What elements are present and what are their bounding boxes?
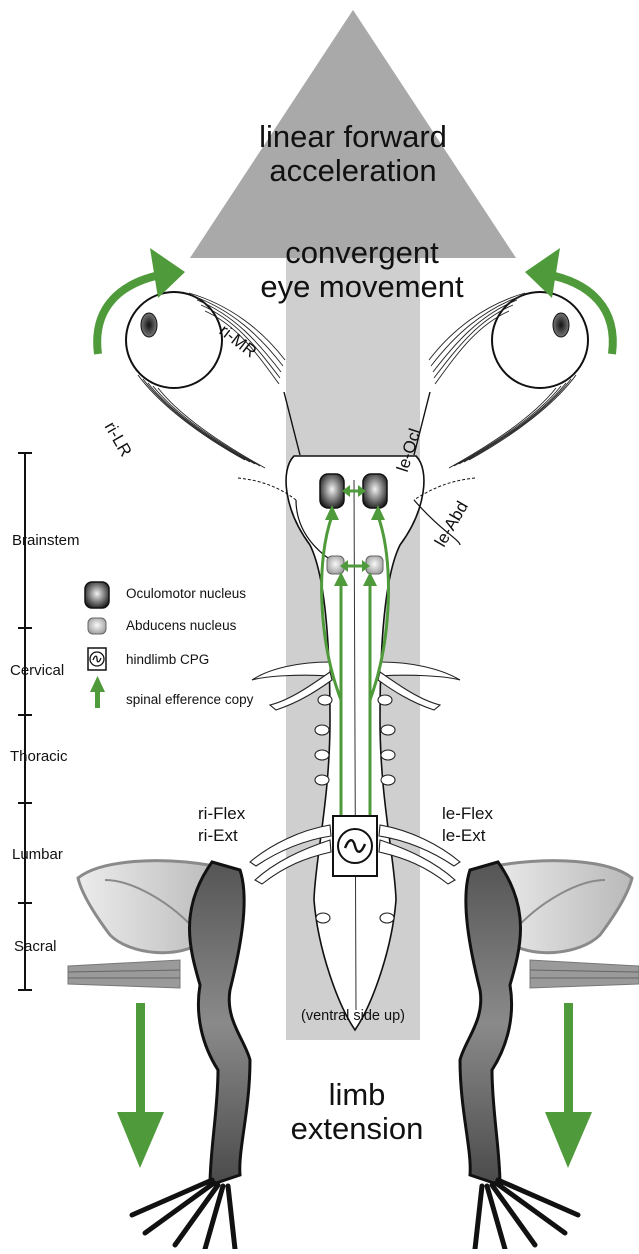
region-lumbar: Lumbar — [12, 846, 63, 864]
region-thoracic: Thoracic — [10, 748, 68, 766]
green-arrow-icon — [90, 676, 105, 708]
hindlimb-cpg — [333, 816, 377, 876]
left-leg — [460, 861, 639, 1249]
limb-label-line2: extension — [282, 1112, 432, 1146]
muscle-ri-flex: ri-Flex — [198, 803, 245, 824]
ventral-side-note: (ventral side up) — [284, 1008, 422, 1024]
limb-extension-label: limb extension — [282, 1078, 432, 1146]
muscle-le-flex: le-Flex — [442, 803, 493, 824]
region-brainstem: Brainstem — [12, 532, 80, 550]
oculomotor-nucleus-icon — [85, 582, 109, 608]
right-limb-extension-arrow — [117, 1003, 164, 1168]
abducens-nucleus-icon — [88, 618, 106, 634]
eye-movement-label: convergent eye movement — [252, 236, 472, 304]
muscle-le-ext: le-Ext — [442, 825, 485, 846]
limb-label-line1: limb — [282, 1078, 432, 1112]
muscle-ri-ext: ri-Ext — [198, 825, 238, 846]
headline: linear forward acceleration — [238, 120, 468, 188]
right-leg — [68, 861, 250, 1249]
eye-label-line1: convergent — [252, 236, 472, 270]
legend-hindlimb-cpg: hindlimb CPG — [126, 652, 209, 668]
legend-oculomotor: Oculomotor nucleus — [126, 586, 246, 602]
region-sacral: Sacral — [14, 938, 57, 956]
left-limb-extension-arrow — [545, 1003, 592, 1168]
legend-icons — [85, 582, 109, 708]
eye-label-line2: eye movement — [252, 270, 472, 304]
region-cervical: Cervical — [10, 662, 64, 680]
headline-line2: acceleration — [238, 154, 468, 188]
right-eye — [126, 292, 300, 468]
left-eye — [414, 292, 588, 468]
headline-line1: linear forward — [238, 120, 468, 154]
legend-abducens: Abducens nucleus — [126, 618, 236, 634]
legend-efference-copy: spinal efference copy — [126, 692, 253, 708]
